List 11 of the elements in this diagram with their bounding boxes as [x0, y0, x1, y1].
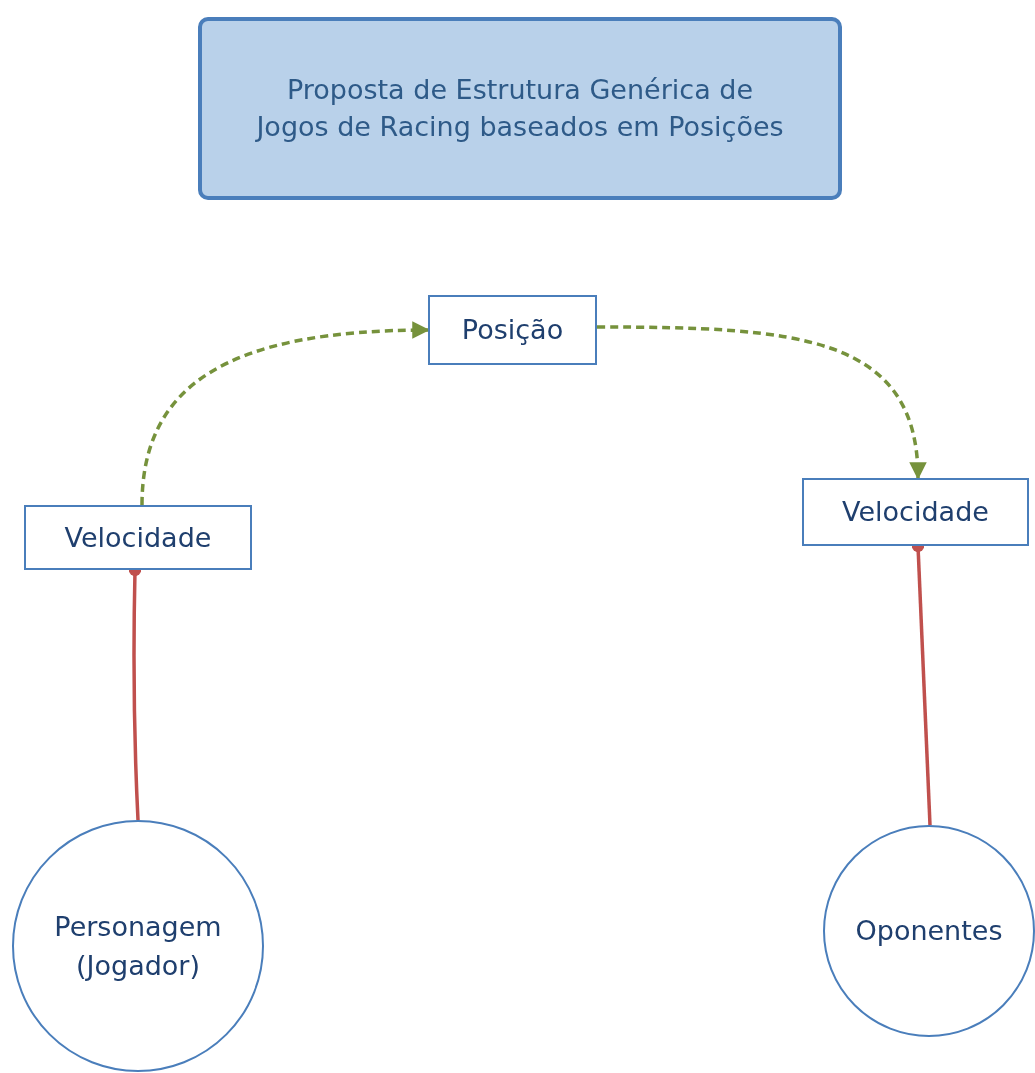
node-label: Velocidade [64, 520, 212, 555]
process-box [802, 478, 1029, 546]
dashed-arrow [597, 325, 926, 480]
title-text: Proposta de Estrutura Genérica de Jogos de Racing baseados em Posições [254, 73, 785, 144]
node-label: Personagem (Jogador) [53, 909, 223, 983]
process-box [428, 295, 597, 365]
node-label: Oponentes [855, 914, 1003, 949]
dashed-arrow [140, 321, 430, 506]
node-label: Posição [461, 313, 564, 348]
process-box [24, 505, 252, 570]
node-label: Velocidade [842, 495, 989, 530]
